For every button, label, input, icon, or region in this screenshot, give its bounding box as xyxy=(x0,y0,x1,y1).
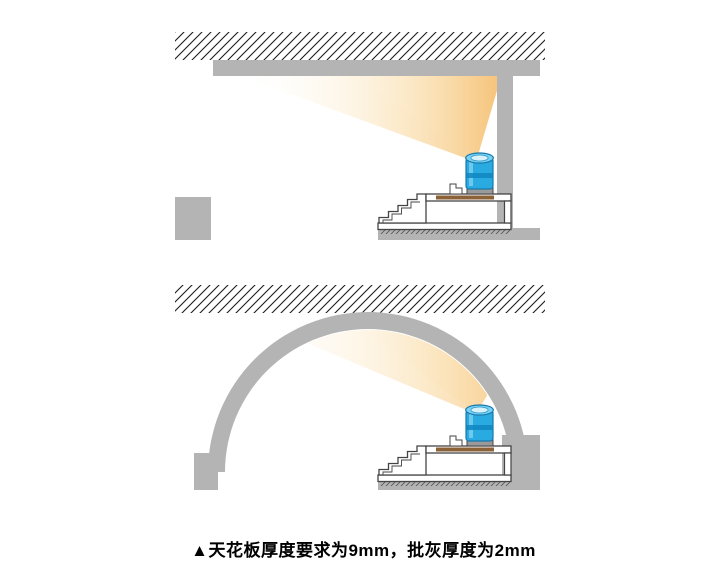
ceiling-slab-hatch xyxy=(175,285,545,313)
caption: ▲天花板厚度要求为9mm，批灰厚度为2mm xyxy=(191,541,536,560)
left-wall xyxy=(175,197,211,240)
ceiling-slab-hatch xyxy=(175,32,545,60)
arched-ceiling-panel xyxy=(208,312,528,472)
arched-ceiling-diagram xyxy=(175,285,545,490)
flat-ceiling-diagram xyxy=(175,32,545,240)
cove-light-fixture xyxy=(377,404,512,487)
light-beam xyxy=(236,74,502,162)
cove-light-fixture xyxy=(377,152,512,235)
ceiling-panel xyxy=(213,60,540,76)
arch-left-support xyxy=(194,453,218,490)
